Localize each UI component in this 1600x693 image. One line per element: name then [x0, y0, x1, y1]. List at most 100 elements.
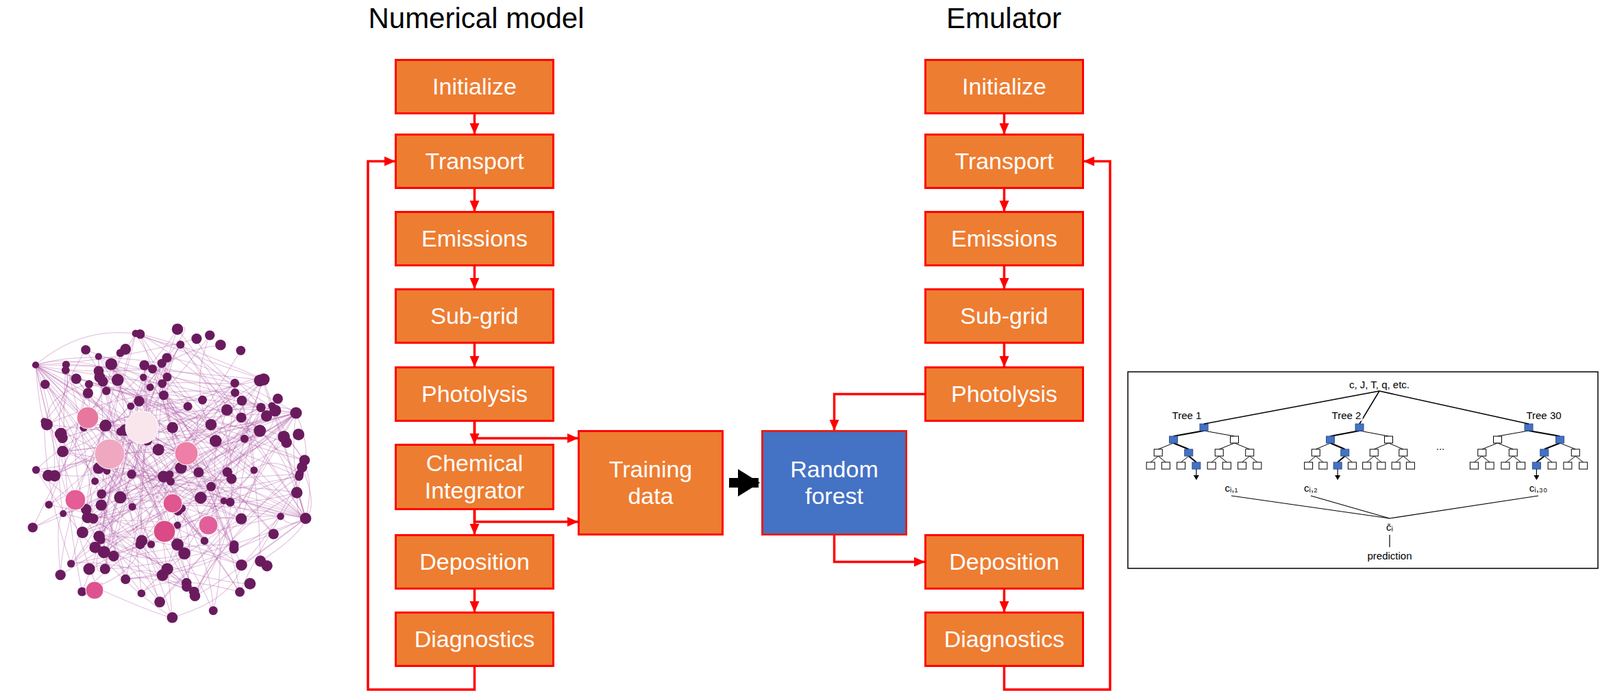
network-node [171, 323, 184, 336]
tree-branch [1482, 443, 1498, 450]
box-text: Photolysis [951, 380, 1058, 408]
network-node [291, 487, 303, 499]
species-node [198, 515, 218, 536]
network-link [36, 413, 297, 471]
network-node [128, 503, 137, 512]
network-node [139, 374, 148, 382]
tree-output: cᵢ,₁ [1223, 482, 1239, 495]
network-node [272, 394, 283, 405]
tree-branch [1403, 456, 1411, 463]
network-node [167, 612, 179, 624]
flow-arrow [473, 266, 477, 289]
column-title: Numerical model [367, 2, 584, 35]
network-node [77, 587, 87, 597]
network-node [253, 424, 266, 438]
network-node [205, 419, 218, 432]
network-link [36, 470, 168, 570]
network-node [126, 470, 137, 480]
tree-branch [1512, 456, 1521, 463]
network-node [254, 374, 266, 387]
network-node [91, 477, 99, 486]
network-node [84, 380, 94, 389]
network-link [196, 339, 236, 384]
network-node [215, 339, 227, 351]
network-node [102, 387, 111, 396]
network-node [261, 560, 273, 572]
tree-node [1369, 449, 1378, 457]
network-node [135, 329, 145, 339]
tree-node [1238, 462, 1247, 470]
network-node [230, 378, 240, 388]
flow-arrow [1003, 266, 1006, 289]
network-node [235, 559, 248, 572]
network-node [240, 435, 249, 444]
network-node [97, 546, 111, 559]
species-node [174, 441, 199, 466]
network-link [111, 364, 125, 432]
network-node [299, 454, 311, 466]
panel-frame [1127, 372, 1598, 569]
network-link [85, 350, 205, 542]
process-box: Diagnostics [394, 611, 555, 668]
tree-node [1207, 462, 1216, 470]
network-node [82, 388, 94, 399]
network-node [256, 402, 266, 413]
network-link [82, 487, 212, 593]
tree-node [1501, 462, 1510, 470]
process-box: Sub-grid [394, 288, 555, 344]
box-text: Diagnostics [414, 626, 536, 654]
network-link [263, 379, 306, 519]
network-link [125, 570, 187, 584]
species-node [153, 520, 176, 543]
network-node [148, 364, 157, 374]
tree-node [1355, 424, 1364, 432]
process-box: Chemical Integrator [394, 444, 555, 511]
network-node [161, 352, 172, 363]
box-text: Sub-grid [960, 302, 1049, 330]
network-node [209, 435, 223, 448]
process-box: Initialize [394, 58, 555, 115]
network-node [235, 513, 247, 525]
tree-node [1406, 462, 1415, 470]
tree-branch [1234, 443, 1250, 450]
network-node [120, 574, 131, 585]
tree-node [1214, 449, 1224, 457]
network-node [93, 365, 105, 377]
network-node [221, 404, 233, 416]
tree-node [1532, 462, 1541, 470]
tree-branch [1219, 456, 1227, 463]
network-node [133, 396, 144, 407]
box-text: Deposition [419, 548, 530, 576]
network-node [95, 353, 103, 361]
tree-node [1517, 462, 1526, 470]
network-link [63, 364, 83, 593]
network-node [113, 491, 127, 504]
species-node [65, 489, 86, 511]
tree-node [1347, 462, 1357, 470]
network-node [289, 407, 302, 419]
network-node [194, 491, 207, 505]
box-text: Transport [424, 148, 524, 175]
tree-branch [1544, 456, 1553, 463]
tree-branch [1173, 431, 1205, 437]
network-node [76, 526, 89, 539]
network-link [125, 430, 240, 593]
network-node [45, 500, 53, 509]
box-text: Initialize [432, 73, 517, 101]
network-node [166, 477, 175, 486]
network-node [28, 522, 38, 533]
network-node [40, 379, 51, 390]
network-link [111, 364, 242, 566]
network-link [180, 344, 267, 416]
tree-node [1384, 436, 1394, 444]
network-node [156, 570, 169, 582]
tree-label: Tree 1 [1171, 409, 1204, 422]
process-box: Transport [924, 133, 1085, 190]
network-nodes [28, 323, 312, 623]
box-text: Initialize [962, 73, 1047, 101]
network-link [119, 492, 297, 504]
network-link [140, 334, 255, 471]
network-node [276, 513, 285, 521]
merge-line [1231, 496, 1390, 519]
